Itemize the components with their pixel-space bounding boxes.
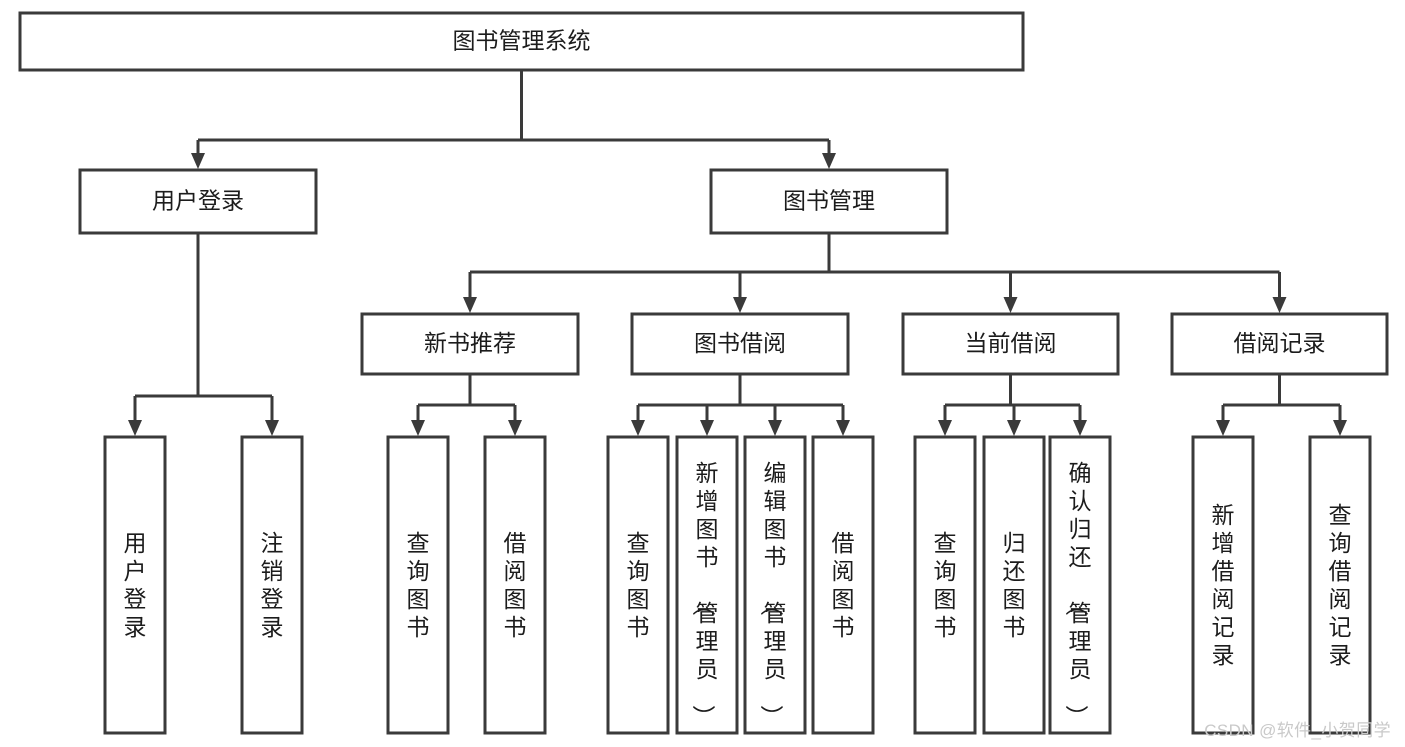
leaf-node-leaf-add-record[interactable]: 新增借阅记录 [1191,435,1255,735]
arrow-head-icon [1333,420,1347,436]
node-label: 新增图书（管理员） [691,460,719,728]
node-box[interactable] [1191,435,1255,735]
node-label: 查询图书 [407,530,430,640]
leaf-node-leaf-return-book[interactable]: 归还图书 [982,435,1046,735]
node-label: 编辑图书（管理员） [759,460,787,728]
leaf-node-leaf-borrow-book-2[interactable]: 借阅图书 [811,435,875,735]
node-box[interactable] [360,312,580,376]
node-label: 用户登录 [124,530,147,640]
arrow-head-icon [1007,420,1021,436]
node-label: 图书管理 [783,188,875,214]
arrow-head-icon [128,420,142,436]
leaf-node-leaf-logout[interactable]: 注销登录 [240,435,304,735]
node-box[interactable] [630,312,850,376]
node-box[interactable] [1308,435,1372,735]
node-label: 借阅图书 [832,530,855,640]
leaf-node-leaf-query-record[interactable]: 查询借阅记录 [1308,435,1372,735]
arrow-head-icon [836,420,850,436]
arrow-head-icon [631,420,645,436]
node-box[interactable] [103,435,167,735]
nodes-layer: 图书管理系统用户登录图书管理新书推荐图书借阅当前借阅借阅记录用户登录注销登录查询… [18,11,1389,735]
connector-edge-newbook-to-leaves [411,374,522,436]
leaf-node-leaf-add-book[interactable]: 新增图书（管理员） [675,435,739,735]
node-label: 归还图书 [1003,530,1026,640]
leaf-node-leaf-confirm-return[interactable]: 确认归还（管理员） [1048,435,1112,735]
node-box[interactable] [483,435,547,735]
node-label: 借阅记录 [1234,330,1326,356]
node-box[interactable] [982,435,1046,735]
node-box[interactable] [240,435,304,735]
connector-edge-userlogin-to-leaves [128,233,279,436]
connector-edge-borrowrecord-to-leaves [1216,374,1347,436]
arrow-head-icon [265,420,279,436]
node-label: 确认归还（管理员） [1064,460,1092,728]
node-box[interactable] [709,168,949,235]
arrow-head-icon [463,297,477,313]
node-label: 查询借阅记录 [1329,502,1352,668]
arrow-head-icon [938,420,952,436]
node-box[interactable] [1048,435,1112,735]
node-box[interactable] [811,435,875,735]
node-box[interactable] [901,312,1120,376]
node-label: 当前借阅 [965,330,1057,356]
level2-node-book-manage[interactable]: 图书管理 [709,168,949,235]
node-box[interactable] [675,435,739,735]
node-box[interactable] [1170,312,1389,376]
level3-node-book-borrow[interactable]: 图书借阅 [630,312,850,376]
connector-edge-root-to-level2 [191,70,836,169]
arrow-head-icon [1216,420,1230,436]
arrow-head-icon [411,420,425,436]
arrow-head-icon [1003,297,1018,313]
node-box[interactable] [743,435,807,735]
arrow-head-icon [191,153,205,169]
node-box[interactable] [78,168,318,235]
node-label: 借阅图书 [504,530,527,640]
leaf-node-leaf-borrow-book-1[interactable]: 借阅图书 [483,435,547,735]
node-box[interactable] [606,435,670,735]
node-label: 注销登录 [261,530,284,640]
node-box[interactable] [18,11,1025,72]
node-label: 图书借阅 [694,330,786,356]
node-label: 查询图书 [627,530,650,640]
leaf-node-leaf-user-login[interactable]: 用户登录 [103,435,167,735]
level3-node-new-book-recommend[interactable]: 新书推荐 [360,312,580,376]
arrow-head-icon [1272,297,1287,313]
level3-node-borrow-record[interactable]: 借阅记录 [1170,312,1389,376]
node-label: 查询图书 [934,530,957,640]
connector-edge-currentborrow-to-leaves [938,374,1087,436]
connector-edge-bookborrow-to-leaves [631,374,850,436]
level3-node-current-borrow[interactable]: 当前借阅 [901,312,1120,376]
node-label: 新书推荐 [424,330,516,356]
leaf-node-leaf-query-book-2[interactable]: 查询图书 [606,435,670,735]
node-label: 用户登录 [152,188,244,214]
root-node-root[interactable]: 图书管理系统 [18,11,1025,72]
node-box[interactable] [913,435,977,735]
leaf-node-leaf-query-book-1[interactable]: 查询图书 [386,435,450,735]
leaf-node-leaf-query-book-3[interactable]: 查询图书 [913,435,977,735]
arrow-head-icon [1073,420,1087,436]
arrow-head-icon [700,420,714,436]
arrow-head-icon [733,297,747,313]
node-box[interactable] [386,435,450,735]
connector-edge-bookmanage-to-level3 [463,233,1287,313]
leaf-node-leaf-edit-book[interactable]: 编辑图书（管理员） [743,435,807,735]
node-label: 图书管理系统 [453,28,591,54]
arrow-head-icon [508,420,522,436]
arrow-head-icon [822,153,836,169]
arrow-head-icon [768,420,782,436]
level2-node-user-login[interactable]: 用户登录 [78,168,318,235]
connectors-layer [128,70,1347,436]
node-label: 新增借阅记录 [1212,502,1235,668]
